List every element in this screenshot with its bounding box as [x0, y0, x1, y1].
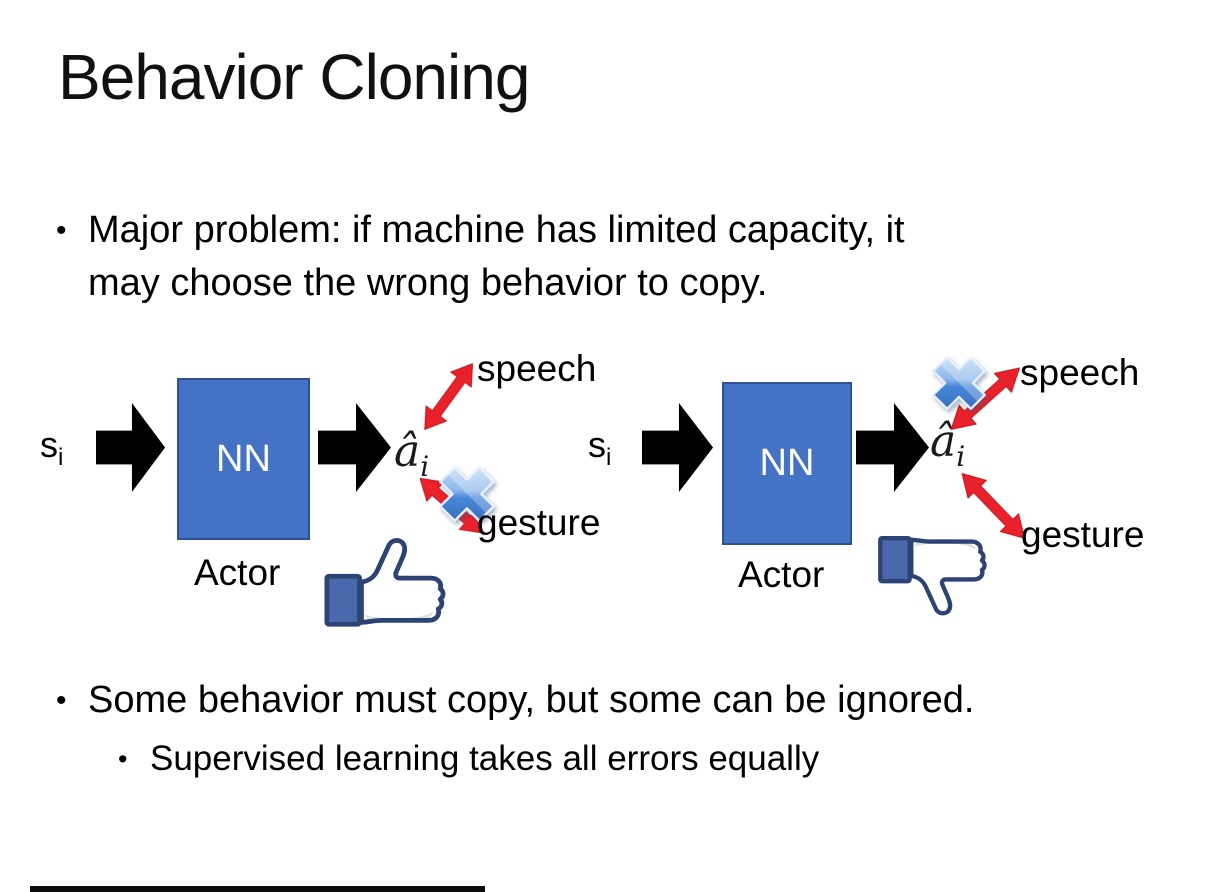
bullet-text-line: Some behavior must copy, but some can be…	[88, 679, 975, 721]
bullet-text-line: Supervised learning takes all errors equ…	[150, 739, 820, 778]
left-output-arrow-icon	[318, 400, 392, 495]
left-nn-box: NN	[177, 378, 310, 540]
bottom-bar	[30, 886, 485, 892]
bullet-major-problem: • Major problem: if machine has limited …	[56, 204, 905, 310]
left-input-state-label: si	[40, 424, 64, 472]
bullet-text-line: Major problem: if machine has limited ca…	[88, 209, 905, 251]
right-gesture-label: gesture	[1021, 514, 1145, 555]
bullet-some-behavior: • Some behavior must copy, but some can …	[56, 674, 974, 727]
bullet-marker: •	[118, 744, 128, 774]
right-output-arrow-icon	[856, 400, 930, 495]
page-title: Behavior Cloning	[58, 41, 530, 113]
left-nn-label: NN	[216, 437, 271, 480]
left-output-action-label: âi	[394, 426, 430, 483]
right-input-state-label: si	[588, 424, 612, 472]
right-nn-label: NN	[759, 442, 815, 484]
thumbs-up-icon	[322, 534, 447, 630]
right-cross-out-icon	[930, 354, 988, 412]
bullet-marker: •	[56, 214, 67, 247]
left-actor-label: Actor	[194, 552, 281, 593]
right-speech-label: speech	[1020, 352, 1140, 393]
thumbs-down-icon	[876, 528, 988, 624]
left-gesture-label: gesture	[477, 502, 601, 543]
right-input-arrow-icon	[642, 400, 714, 495]
right-output-action-label: âi	[930, 416, 966, 473]
right-actor-label: Actor	[738, 554, 825, 595]
left-speech-label: speech	[477, 348, 597, 389]
bullet-marker: •	[56, 684, 67, 717]
bullet-text-line: may choose the wrong behavior to copy.	[88, 262, 768, 304]
left-input-arrow-icon	[96, 400, 166, 495]
sub-bullet-supervised: • Supervised learning takes all errors e…	[118, 734, 819, 784]
left-speech-arrow-icon	[413, 355, 484, 439]
right-nn-box: NN	[722, 382, 852, 545]
